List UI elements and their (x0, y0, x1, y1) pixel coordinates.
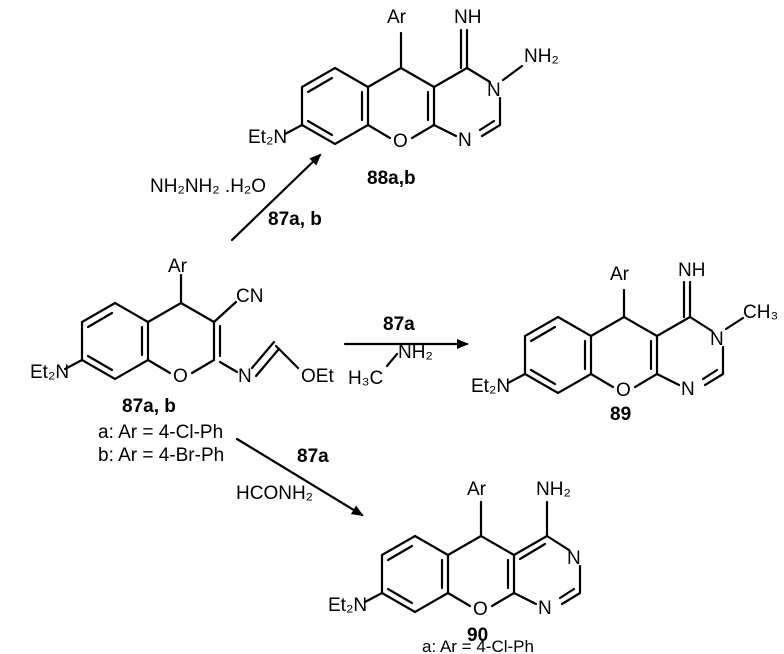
compound-88: NH N NH₂ N Ar O Et₂N 88a,b (248, 7, 559, 189)
ar-label: Ar (168, 256, 188, 277)
reagent-formamide: HCONH₂ (236, 483, 313, 504)
imine-nh-label: NH (678, 260, 705, 281)
compound-87: Ar CN O Et₂N N OEt 87a, b a: Ar = 4-Cl-P… (30, 256, 334, 466)
ar-label: Ar (610, 264, 630, 285)
n1-label: N (681, 379, 695, 400)
imine-nh-label: NH (454, 7, 481, 28)
pyran-ring (146, 301, 222, 375)
arrow-to-88: NH₂NH₂ .H₂O 87a, b (150, 153, 322, 242)
cn-label: CN (236, 286, 263, 307)
et2n-label: Et₂N (471, 376, 510, 397)
ar-label: Ar (467, 479, 487, 500)
et2n-label: Et₂N (30, 362, 69, 383)
compound-id-88: 88a,b (367, 168, 416, 189)
n1-label: N (458, 130, 472, 151)
reagent-nh2: NH₂ (398, 342, 433, 363)
et2n-label: Et₂N (248, 127, 287, 148)
compound-90: NH₂ N N Ar O Et₂N 90 a: Ar = 4-Cl-Ph (328, 479, 582, 654)
substituent-note-a: a: Ar = 4-Cl-Ph (98, 422, 223, 443)
compound-id-89: 89 (610, 404, 631, 425)
arrow-88-substrate: 87a, b (268, 209, 322, 230)
compound-89: NH N CH₃ N Ar O Et₂N 89 (471, 260, 778, 425)
compound-id-90: 90 (467, 625, 488, 646)
substituent-note-90: a: Ar = 4-Cl-Ph (422, 637, 534, 654)
n3-label: N (487, 80, 501, 101)
reagent-hydrazine: NH₂NH₂ .H₂O (150, 176, 266, 197)
benzene-ring (80, 301, 150, 381)
imine-n-label: N (238, 366, 252, 387)
oet-label: OEt (301, 366, 334, 387)
compound-id-87: 87a, b (122, 396, 176, 417)
substituent-note-b: b: Ar = 4-Br-Ph (98, 445, 224, 466)
arrow-to-89: 87a NH₂ H₃C (343, 314, 469, 389)
amino-nh2-label: NH₂ (536, 479, 571, 500)
reagent-h3c: H₃C (348, 368, 383, 389)
ring-oxygen-label: O (173, 366, 188, 387)
amino-nh2-label: NH₂ (524, 46, 559, 67)
n3-label: N (567, 548, 581, 569)
ring-oxygen-label: O (616, 380, 631, 401)
ring-oxygen-label: O (393, 131, 408, 152)
methyl-ch3-label: CH₃ (743, 302, 778, 323)
arrow-to-90: 87a HCONH₂ (235, 437, 364, 517)
arrow-89-substrate: 87a (383, 314, 415, 335)
ar-label: Ar (387, 7, 407, 28)
arrow-90-substrate: 87a (297, 446, 329, 467)
et2n-label: Et₂N (328, 595, 367, 616)
ring-oxygen-label: O (473, 599, 488, 620)
n3-label: N (710, 329, 724, 350)
n1-label: N (538, 598, 552, 619)
